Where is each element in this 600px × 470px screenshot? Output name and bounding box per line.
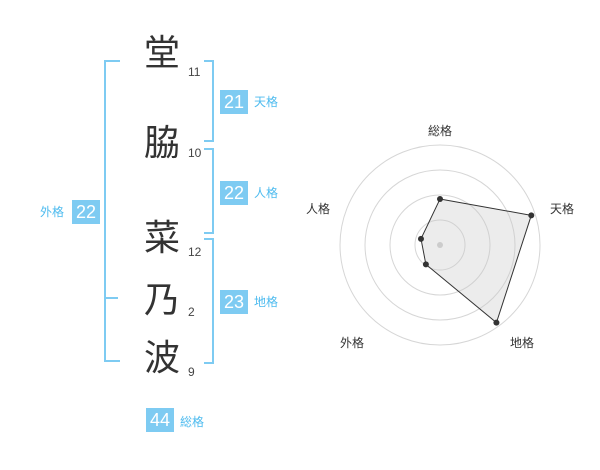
name-char-1: 堂	[143, 33, 180, 74]
radar-label-chikaku: 地格	[510, 336, 535, 350]
stroke-count-3: 12	[188, 245, 202, 259]
gaikaku-badge: 22	[72, 200, 100, 224]
radar-center-dot	[437, 242, 443, 248]
radar-point-1	[437, 196, 443, 202]
soukaku-badge: 44	[146, 408, 174, 432]
stroke-count-4: 2	[188, 305, 195, 319]
gaikaku-bracket	[104, 60, 120, 362]
soukaku-label: 総格	[180, 415, 205, 429]
chikaku-badge: 23	[220, 290, 248, 314]
radar-point-2	[528, 212, 535, 219]
jinkaku-bracket	[204, 148, 214, 234]
gaikaku-bracket-divider	[104, 297, 118, 299]
jinkaku-badge: 22	[220, 181, 248, 205]
name-char-5: 波	[143, 338, 180, 379]
name-char-2: 脇	[143, 123, 180, 164]
tenkaku-bracket	[204, 60, 214, 142]
stroke-count-5: 9	[188, 365, 195, 379]
stroke-count-2: 10	[188, 146, 202, 160]
chikaku-label: 地格	[254, 295, 279, 309]
tenkaku-label: 天格	[254, 95, 279, 109]
radar-label-gaikaku: 外格	[340, 336, 365, 350]
jinkaku-label: 人格	[254, 186, 279, 200]
radar-ring-4	[339, 144, 541, 346]
radar-label-jinkaku: 人格	[306, 202, 331, 216]
radar-label-soukaku: 総格	[428, 124, 453, 138]
radar-ring-1	[414, 219, 466, 271]
radar-point-4	[422, 261, 429, 268]
radar-series-polygon	[420, 198, 532, 324]
radar-point-3	[493, 319, 500, 326]
stroke-count-1: 11	[188, 65, 201, 79]
radar-label-tenkaku: 天格	[550, 202, 575, 216]
gaikaku-label: 外格	[40, 205, 65, 219]
radar-point-5	[417, 235, 424, 242]
name-char-4: 乃	[143, 280, 180, 321]
radar-chart-svg	[339, 144, 541, 346]
chikaku-bracket	[204, 238, 214, 364]
radar-ring-3	[364, 169, 516, 321]
name-char-3: 菜	[143, 218, 180, 259]
radar-chart: 総格 天格 地格 外格 人格	[300, 110, 600, 380]
radar-ring-2	[389, 194, 491, 296]
tenkaku-badge: 21	[220, 90, 248, 114]
